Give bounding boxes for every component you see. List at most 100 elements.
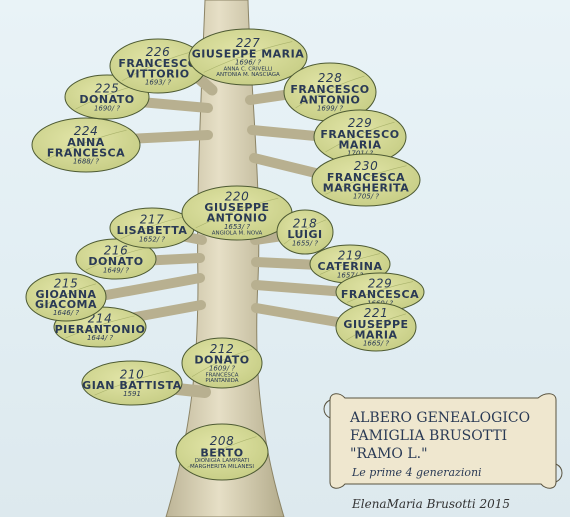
person-dates: 1705/ ? (353, 193, 379, 201)
leaf-vein (325, 165, 407, 195)
scroll-title-line2: FAMIGLIA BRUSOTTI (350, 428, 507, 444)
person-name: FRANCESCA (341, 288, 419, 301)
leaf-vein (345, 313, 407, 341)
person-spouse: MARGHERITA MILANESI (190, 464, 254, 470)
person-id: 219 (338, 248, 362, 262)
person-spouse: ANGIOLA M. NOVA (212, 231, 263, 237)
person-leaf[interactable]: 229FRANCESCA1660/ ? (335, 272, 425, 312)
person-spouse: PIANTANIDA (205, 378, 238, 384)
person-name-part2: MARGHERITA (323, 182, 409, 195)
person-spouse: ANTONIA M. NASCIAGA (216, 72, 280, 78)
leaf-vein (187, 436, 257, 468)
person-id: 228 (318, 71, 342, 85)
scroll-title-line3: "RAMO L." (350, 446, 428, 462)
leaf-vein (85, 247, 147, 271)
person-name-part1: FRANCESCO (118, 57, 197, 70)
leaf-shape (276, 209, 334, 255)
leaf-shape (31, 117, 141, 173)
person-name: BERTO (200, 447, 243, 460)
person-id: 214 (88, 312, 112, 326)
leaf-vein (283, 219, 327, 245)
person-dates: 1693/ ? (145, 79, 171, 87)
person-dates: 1657/ ? (337, 271, 363, 279)
person-spouse: ANNA C. CRIVELLI (223, 66, 272, 72)
leaf-vein (319, 253, 381, 275)
person-id: 208 (210, 434, 234, 448)
person-name-part1: GIUSEPPE (343, 318, 408, 331)
leaf-vein (35, 283, 97, 311)
leaf-vein (295, 75, 365, 109)
person-name: PIERANTONIO (55, 323, 146, 336)
person-id: 224 (74, 124, 98, 138)
person-dates: 1655/ ? (292, 239, 318, 247)
leaf-shape (175, 423, 269, 481)
leaf-vein (325, 121, 395, 153)
person-name-part2: GIACOMA (35, 298, 97, 311)
person-dates: 1688/ ? (73, 158, 99, 166)
leaf-vein (120, 216, 184, 240)
leaf-shape (311, 153, 421, 207)
person-name-part1: FRANCESCA (327, 171, 405, 184)
person-name: LUIGI (287, 228, 322, 241)
artist-signature: ElenaMaria Brusotti 2015 (351, 497, 510, 511)
person-spouse: FRANCESCA (205, 372, 238, 378)
person-name: GIUSEPPE MARIA (192, 48, 305, 61)
scroll-title-line1: ALBERO GENEALOGICO (349, 410, 530, 426)
person-name: DONATO (194, 354, 249, 367)
person-name: CATERINA (317, 260, 382, 273)
person-name-part2: ANTONIO (300, 94, 361, 107)
leaf-shape (81, 360, 183, 406)
leaf-shape (188, 28, 308, 86)
person-dates: 1653/ ? (224, 223, 250, 231)
leaf-vein (191, 348, 253, 378)
person-dates: 1649/ ? (103, 266, 129, 274)
person-id: 229 (368, 276, 392, 290)
person-dates: 1644/ ? (87, 334, 113, 342)
person-dates: 1665/ ? (363, 340, 389, 348)
leaf-vein (346, 281, 414, 303)
person-name: LISABETTA (117, 224, 188, 237)
leaf-shape (25, 272, 107, 322)
person-id: 226 (146, 45, 170, 59)
person-name-part1: FRANCESCO (320, 128, 399, 141)
leaf-vein (203, 41, 293, 73)
person-spouse: DIONIGIA LAMPRATI (195, 458, 250, 464)
person-name-part2: MARIA (338, 139, 381, 152)
person-name: DONATO (88, 255, 143, 268)
person-id: 221 (364, 306, 388, 320)
leaf-vein (65, 315, 135, 339)
person-id: 216 (104, 243, 128, 257)
person-name-part1: GIUSEPPE (204, 201, 269, 214)
person-id: 220 (225, 189, 249, 203)
person-dates: 1701/ ? (347, 150, 373, 158)
person-name-part2: MARIA (354, 329, 397, 342)
person-dates: 1591 (123, 390, 141, 398)
person-dates: 1646/ ? (53, 309, 79, 317)
leaf-shape (181, 337, 263, 389)
leaf-vein (195, 197, 279, 229)
person-id: 227 (236, 36, 260, 50)
person-id: 212 (210, 342, 234, 356)
person-id: 229 (348, 116, 372, 130)
person-id: 217 (140, 212, 164, 226)
person-dates: 1699/ ? (317, 105, 343, 113)
person-name-part1: FRANCESCO (290, 83, 369, 96)
person-id: 218 (293, 216, 317, 230)
person-dates: 1652/ ? (139, 235, 165, 243)
